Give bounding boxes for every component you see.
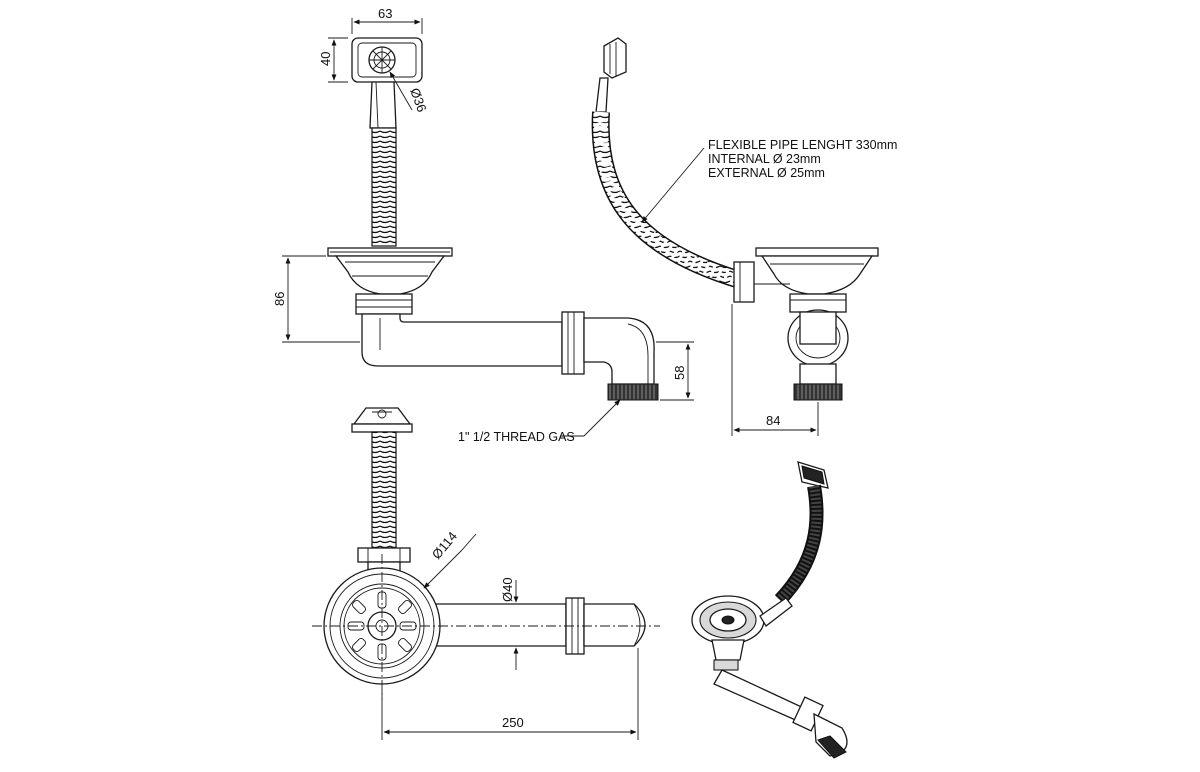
front-elevation-view: 63 40 Ø36 86 58 1" 1/2 THREAD GAS [272,6,694,444]
flex-note-line2: INTERNAL Ø 23mm [708,152,821,166]
dim-basket-depth: 86 [272,292,287,306]
overflow-head [351,37,423,83]
plan-view: Ø114 Ø40 250 [312,407,660,740]
flex-note-line1: FLEXIBLE PIPE LENGHT 330mm [708,138,897,152]
dim-side-depth: 84 [766,413,780,428]
plan-outlet-pipe [419,603,567,647]
dim-outlet-height: 58 [672,366,687,380]
dim-overflow-height: 40 [318,52,333,66]
dim-overflow-dia: Ø36 [407,86,430,114]
thread-note: 1" 1/2 THREAD GAS [458,430,575,444]
dim-overflow-width: 63 [378,6,392,21]
threaded-outlet [607,383,659,401]
outlet-pipe [361,313,563,367]
isometric-view [691,461,848,759]
dim-pipe-dia: Ø40 [500,577,515,602]
side-elevation-view: FLEXIBLE PIPE LENGHT 330mm INTERNAL Ø 23… [591,37,897,436]
flex-note-line3: EXTERNAL Ø 25mm [708,166,825,180]
overflow-hose [371,127,397,247]
dim-overall-length: 250 [502,715,524,730]
